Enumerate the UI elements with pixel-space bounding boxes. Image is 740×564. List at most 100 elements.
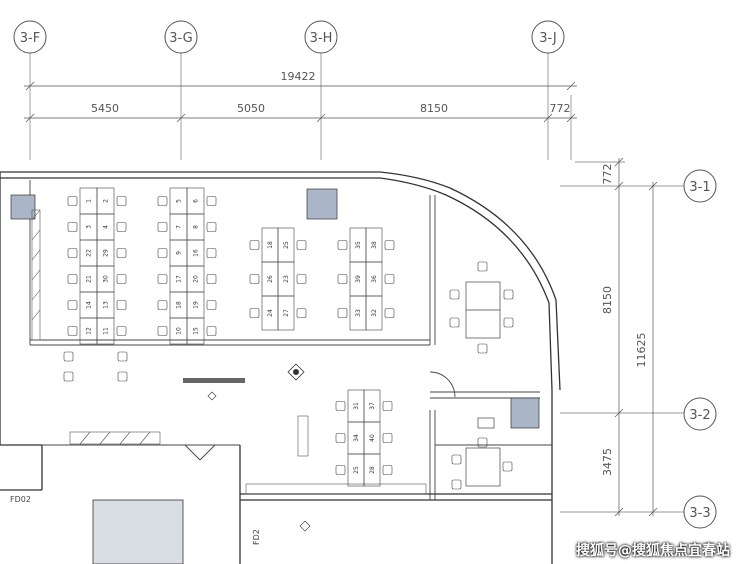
chair xyxy=(157,248,168,258)
desk-number: 21 xyxy=(86,275,93,283)
interior-partitions xyxy=(29,180,552,500)
desk-number: 5 xyxy=(176,199,183,203)
chair xyxy=(477,261,488,272)
watermark-text: 搜狐号@搜狐焦点宜春站 xyxy=(576,543,730,559)
chair xyxy=(116,274,127,284)
chair xyxy=(206,300,217,310)
desk-number: 2 xyxy=(103,199,110,203)
ceiling-symbol-1 xyxy=(287,363,305,381)
chair xyxy=(157,274,168,284)
desk-number: 18 xyxy=(267,241,274,249)
storage-shelf-2 xyxy=(297,415,309,457)
svg-text:3-G: 3-G xyxy=(169,31,193,46)
chair xyxy=(502,461,513,472)
desk-number: 17 xyxy=(176,275,183,283)
desk-number: 29 xyxy=(103,249,110,257)
chair xyxy=(296,274,307,284)
desk-number: 40 xyxy=(369,434,376,442)
column-3f-1 xyxy=(10,194,36,220)
dim-top-seg-1: 5450 xyxy=(91,102,119,115)
dim-right-seg-3: 3475 xyxy=(601,448,614,476)
desk-number: 27 xyxy=(283,309,290,317)
desk-number: 28 xyxy=(369,466,376,474)
dim-right-seg-2: 8150 xyxy=(601,286,614,314)
column-3h-1 xyxy=(306,188,338,220)
chair xyxy=(337,240,348,250)
desk-number: 23 xyxy=(283,275,290,283)
locker-bottom xyxy=(69,431,427,495)
desk-number: 31 xyxy=(353,402,360,410)
axis-bubble-3f: 3-F xyxy=(13,20,47,54)
room-tag-fd02: FD02 xyxy=(10,495,31,504)
axis-bubble-3-3: 3-3 xyxy=(683,495,717,529)
column-3g-3 xyxy=(92,499,184,564)
chair xyxy=(449,317,460,328)
chair xyxy=(335,433,346,443)
chair xyxy=(503,317,514,328)
desk-block_c-5 xyxy=(277,295,295,331)
chair xyxy=(382,401,393,411)
desk-number: 16 xyxy=(193,249,200,257)
desk-block_d-5 xyxy=(365,295,383,331)
dim-top-seg-3: 8150 xyxy=(420,102,448,115)
svg-text:3-2: 3-2 xyxy=(689,408,710,423)
desk-number: 20 xyxy=(193,275,200,283)
chair xyxy=(67,300,78,310)
chair xyxy=(116,222,127,232)
chair xyxy=(157,222,168,232)
chair xyxy=(157,326,168,336)
axis-bubble-3g: 3-G xyxy=(164,20,198,54)
desk-number: 30 xyxy=(103,275,110,283)
desk-number: 10 xyxy=(176,327,183,335)
grid-lines-horizontal xyxy=(560,161,684,513)
desk-number: 7 xyxy=(176,225,183,229)
axis-bubble-3-2: 3-2 xyxy=(683,397,717,431)
desk-number: 25 xyxy=(353,466,360,474)
room-tag-fd2: FD2 xyxy=(252,529,261,545)
right-dimension-lines xyxy=(614,157,658,517)
dim-right-seg-1: 772 xyxy=(601,164,614,185)
desk-number: 34 xyxy=(353,434,360,442)
desk-number: 19 xyxy=(193,301,200,309)
chair xyxy=(206,196,217,206)
chair xyxy=(249,308,260,318)
meeting-room-table xyxy=(465,281,501,487)
ceiling-symbol-2 xyxy=(207,391,217,401)
chair xyxy=(206,326,217,336)
desk-number: 24 xyxy=(267,309,274,317)
ceiling-symbol-3 xyxy=(299,520,311,532)
locker-left xyxy=(31,209,41,341)
chair xyxy=(67,274,78,284)
axis-bubble-3h: 3-H xyxy=(304,20,338,54)
axis-bubble-3j: 3-J xyxy=(531,20,565,54)
desk-number: 38 xyxy=(371,241,378,249)
chair xyxy=(249,274,260,284)
chair xyxy=(206,222,217,232)
svg-text:3-3: 3-3 xyxy=(689,506,710,521)
desk-number: 1 xyxy=(86,199,93,203)
column-3j-2 xyxy=(510,397,540,429)
desk-number: 9 xyxy=(176,251,183,255)
chair xyxy=(117,371,128,382)
chair xyxy=(67,248,78,258)
chair xyxy=(67,222,78,232)
chair xyxy=(116,300,127,310)
desk-number: 8 xyxy=(193,225,200,229)
chair xyxy=(382,465,393,475)
desk-block_b-11 xyxy=(186,317,205,345)
chair xyxy=(116,326,127,336)
axis-bubble-3-1: 3-1 xyxy=(683,169,717,203)
chair xyxy=(249,240,260,250)
chair xyxy=(337,274,348,284)
chair xyxy=(116,248,127,258)
chair xyxy=(116,196,127,206)
dim-top-seg-2: 5050 xyxy=(237,102,265,115)
desk-number: 6 xyxy=(193,199,200,203)
chair xyxy=(477,343,488,354)
desk-number: 12 xyxy=(86,327,93,335)
chair xyxy=(503,289,514,300)
desk-number: 4 xyxy=(103,225,110,229)
desk-number: 22 xyxy=(86,249,93,257)
